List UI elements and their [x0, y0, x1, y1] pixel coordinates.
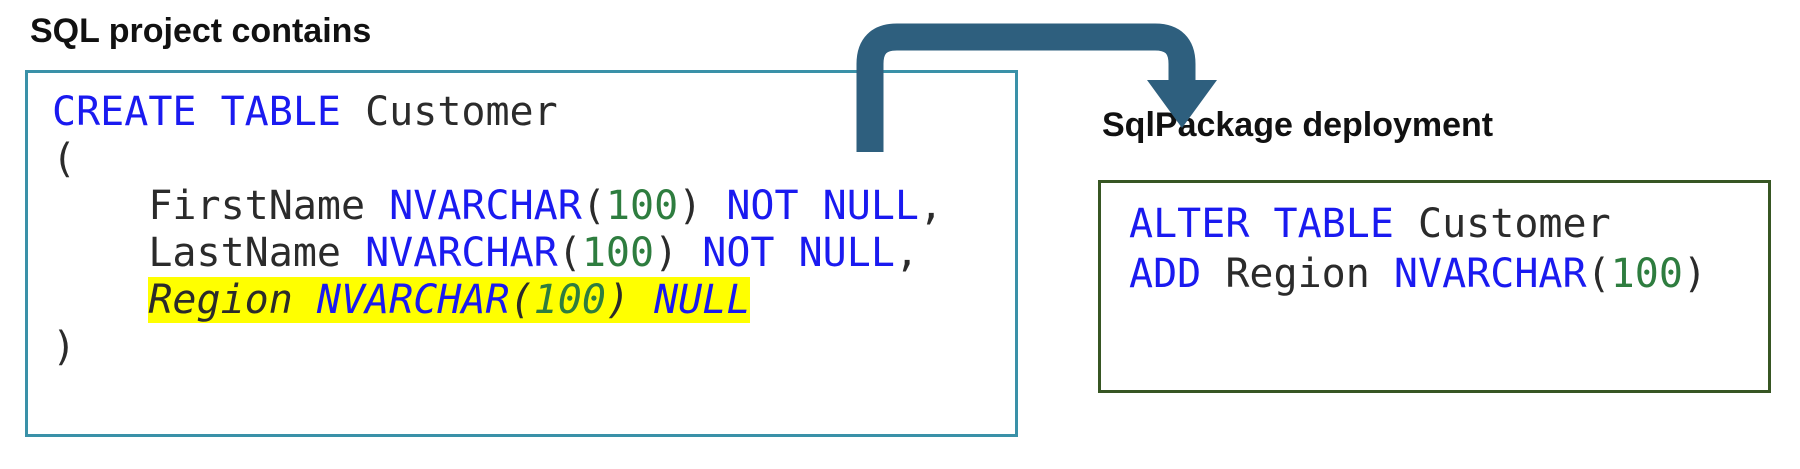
code-indent — [52, 277, 148, 323]
code-token-plain: Customer — [1393, 201, 1611, 247]
code-token-kw: NVARCHAR — [316, 277, 510, 323]
code-segment: ADD Region NVARCHAR(100) — [1129, 251, 1707, 297]
code-token-plain: ( — [581, 183, 606, 229]
code-segment: CREATE TABLE Customer — [52, 89, 558, 135]
code-token-kw: ALTER TABLE — [1129, 201, 1394, 247]
code-segment: ALTER TABLE Customer — [1129, 201, 1611, 247]
code-line: ) — [52, 324, 1015, 371]
code-line: LastName NVARCHAR(100) NOT NULL, — [52, 230, 1015, 277]
code-token-plain: ( — [52, 136, 77, 182]
code-token-plain: ) — [605, 277, 655, 323]
code-token-kw: NVARCHAR — [365, 230, 558, 276]
code-line: ALTER TABLE Customer — [1129, 199, 1768, 249]
code-line: FirstName NVARCHAR(100) NOT NULL, — [52, 183, 1015, 230]
code-line: CREATE TABLE Customer — [52, 89, 1015, 136]
code-segment: ) — [52, 324, 76, 370]
code-token-plain: ) — [678, 183, 727, 229]
deploy-flow-arrow-icon — [856, 23, 1217, 152]
code-token-plain: Region — [148, 277, 317, 323]
code-token-kw: NULL — [654, 277, 751, 323]
code-token-num: 100 — [581, 230, 655, 276]
sqlpackage-deployment-title: SqlPackage deployment — [1102, 106, 1494, 144]
code-token-plain: ( — [557, 230, 582, 276]
code-line: Region NVARCHAR(100) NULL — [52, 277, 1015, 324]
code-token-plain: , — [894, 230, 919, 276]
code-token-plain: Region — [1201, 251, 1394, 297]
sql-project-code-box: CREATE TABLE Customer( FirstName NVARCHA… — [25, 70, 1018, 437]
code-token-plain: ( — [1586, 251, 1611, 297]
highlighted-code-segment: Region NVARCHAR(100) NULL — [148, 277, 751, 323]
code-token-plain: ( — [509, 277, 534, 323]
code-token-plain: , — [918, 183, 944, 229]
code-token-plain: LastName — [52, 230, 366, 276]
code-token-kw: NOT NULL — [726, 183, 919, 229]
sql-project-title: SQL project contains — [30, 12, 372, 50]
code-token-kw: CREATE TABLE — [52, 89, 341, 135]
sql-project-code: CREATE TABLE Customer( FirstName NVARCHA… — [28, 73, 1015, 371]
code-token-num: 100 — [605, 183, 679, 229]
code-line: ADD Region NVARCHAR(100) — [1129, 249, 1768, 299]
code-token-plain: Customer — [340, 89, 558, 135]
code-token-plain: ) — [52, 324, 77, 370]
code-segment: ( — [52, 136, 76, 182]
code-token-kw: ADD — [1129, 251, 1202, 297]
code-token-num: 100 — [1610, 251, 1683, 297]
code-token-plain: ) — [1682, 251, 1707, 297]
code-token-kw: NVARCHAR — [389, 183, 582, 229]
code-token-plain: ) — [654, 230, 703, 276]
code-token-kw: NOT NULL — [702, 230, 895, 276]
code-token-kw: NVARCHAR — [1393, 251, 1587, 297]
code-token-num: 100 — [533, 277, 606, 323]
code-line: ( — [52, 136, 1015, 183]
code-segment: FirstName NVARCHAR(100) NOT NULL, — [52, 183, 943, 229]
code-segment: LastName NVARCHAR(100) NOT NULL, — [52, 230, 919, 276]
code-token-plain: FirstName — [52, 183, 390, 229]
